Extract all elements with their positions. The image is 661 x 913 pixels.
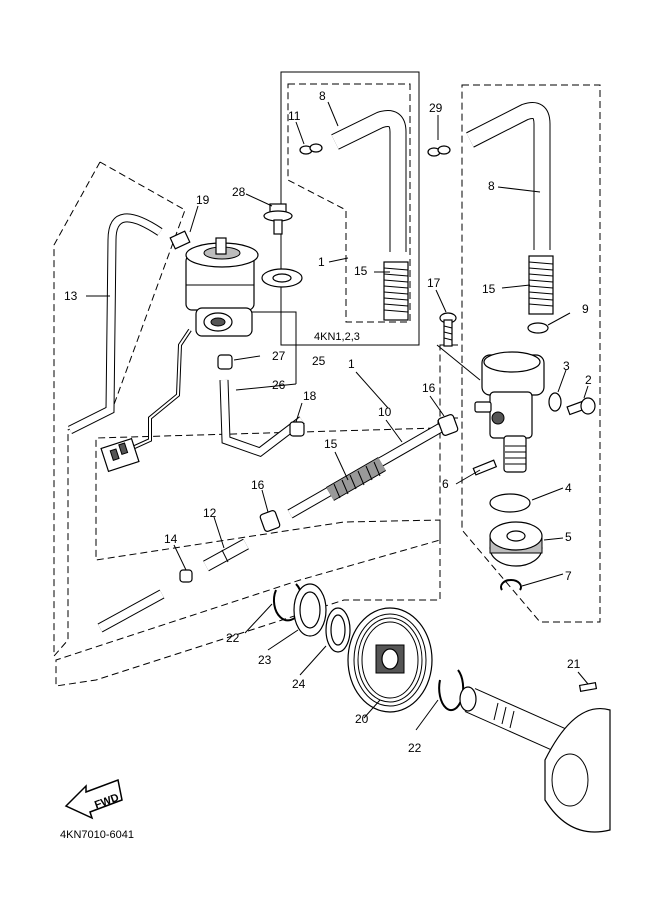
drawing-code: 4KN7010-6041 bbox=[60, 829, 134, 841]
fwd-arrow-icon: FWD bbox=[64, 778, 123, 820]
callout-27: 27 bbox=[272, 349, 286, 363]
callout-24: 24 bbox=[292, 677, 306, 691]
leader-lines bbox=[86, 101, 589, 731]
screw-17 bbox=[439, 312, 457, 347]
callout-26: 26 bbox=[272, 378, 286, 392]
filter-12 bbox=[203, 538, 249, 572]
clip-9 bbox=[527, 322, 549, 334]
callout-22-left: 22 bbox=[226, 631, 240, 645]
kit-label: 4KN1,2,3 bbox=[314, 331, 360, 343]
callout-7: 7 bbox=[565, 569, 572, 583]
clip-7 bbox=[500, 578, 522, 591]
callout-11: 11 bbox=[288, 109, 301, 123]
callout-29: 29 bbox=[429, 101, 443, 115]
oil-tank bbox=[185, 237, 259, 337]
callout-16-upper: 16 bbox=[422, 381, 436, 395]
callout-1: 1 bbox=[348, 357, 355, 371]
wire-connector bbox=[100, 437, 140, 473]
callout-6: 6 bbox=[442, 477, 449, 491]
oil-pump bbox=[474, 351, 545, 473]
pin-6 bbox=[472, 459, 498, 476]
collar-27 bbox=[217, 354, 233, 370]
clip-16-upper bbox=[437, 414, 459, 436]
callout-15: 15 bbox=[324, 437, 338, 451]
outline-tank-group bbox=[53, 161, 186, 658]
outline-pump-group bbox=[461, 84, 601, 623]
worm-15 bbox=[326, 457, 386, 501]
spring-15-pump bbox=[528, 255, 554, 315]
collar-14 bbox=[179, 569, 193, 583]
callout-14: 14 bbox=[164, 532, 178, 546]
callout-1-kit: 1 bbox=[318, 255, 325, 269]
screw-2 bbox=[566, 397, 596, 416]
callout-8-pump: 8 bbox=[488, 179, 495, 193]
callout-16-lower: 16 bbox=[251, 478, 265, 492]
bolt-28 bbox=[261, 203, 303, 288]
clip-11 bbox=[299, 143, 323, 155]
callout-18: 18 bbox=[303, 389, 317, 403]
gear-5 bbox=[489, 521, 543, 567]
callout-22-right: 22 bbox=[408, 741, 422, 755]
kit-inner-outline bbox=[287, 83, 411, 323]
washer-23 bbox=[293, 583, 327, 637]
fitting-19 bbox=[169, 230, 191, 250]
callout-17: 17 bbox=[427, 276, 441, 290]
callout-19: 19 bbox=[196, 193, 210, 207]
callout-25: 25 bbox=[312, 354, 326, 368]
callout-9: 9 bbox=[582, 302, 589, 316]
callout-15-kit: 15 bbox=[354, 264, 368, 278]
callout-28: 28 bbox=[232, 185, 246, 199]
pulley-20 bbox=[347, 607, 433, 713]
clip-16-lower bbox=[259, 510, 281, 532]
callout-13: 13 bbox=[64, 289, 78, 303]
callout-20: 20 bbox=[355, 712, 369, 726]
o-ring-4 bbox=[489, 493, 531, 513]
collar-18 bbox=[289, 421, 305, 437]
callout-23: 23 bbox=[258, 653, 272, 667]
spring-15-kit bbox=[383, 261, 409, 321]
callout-12: 12 bbox=[203, 506, 217, 520]
clip-29 bbox=[427, 145, 451, 157]
callout-2: 2 bbox=[585, 373, 592, 387]
crankshaft bbox=[459, 686, 611, 833]
callout-21: 21 bbox=[567, 657, 581, 671]
circlip-22-right bbox=[438, 669, 465, 712]
o-ring-24 bbox=[325, 607, 351, 653]
callout-5: 5 bbox=[565, 530, 572, 544]
callout-3: 3 bbox=[563, 359, 570, 373]
callout-4: 4 bbox=[565, 481, 572, 495]
callout-10: 10 bbox=[378, 405, 392, 419]
washer-3 bbox=[548, 392, 562, 412]
callout-8-kit: 8 bbox=[319, 89, 326, 103]
callout-15-pump: 15 bbox=[482, 282, 496, 296]
